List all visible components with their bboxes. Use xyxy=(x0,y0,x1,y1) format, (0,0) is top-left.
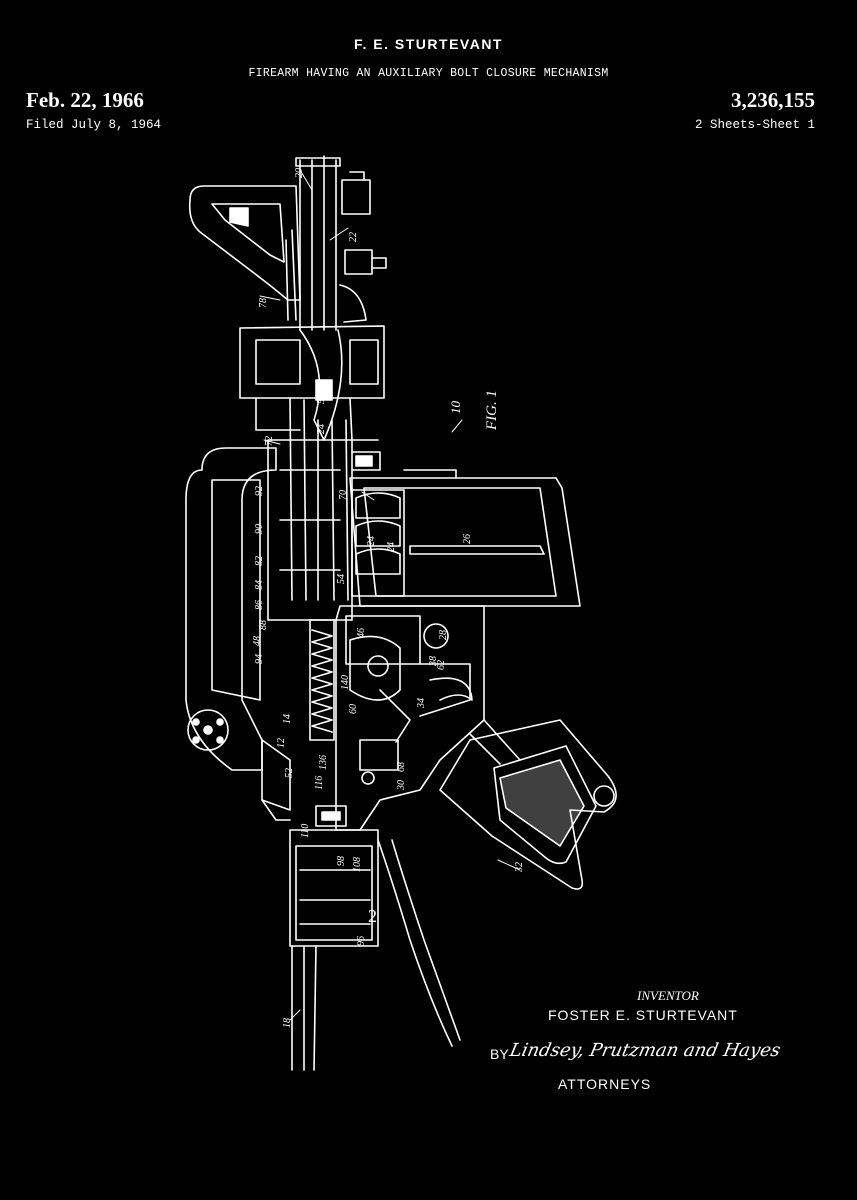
figure-label: FIG. 1 xyxy=(484,390,500,431)
figure-ref: 10 xyxy=(448,401,463,415)
numeral: 2 xyxy=(368,906,377,926)
inventor-header: F. E. STURTEVANT xyxy=(354,36,503,52)
numeral: 94 xyxy=(254,654,265,664)
leader-lines xyxy=(259,169,521,1021)
numeral: 60 xyxy=(348,704,359,714)
numeral: 38 xyxy=(428,656,439,667)
numeral: 136 xyxy=(318,755,329,770)
carry-handle xyxy=(188,185,301,301)
attorneys-signature: Lindsey, Prutzman and Hayes xyxy=(507,1040,783,1061)
numeral: 30 xyxy=(396,780,407,791)
pistol-grip xyxy=(439,719,617,890)
numeral: 46 xyxy=(356,628,367,638)
numeral: 48 xyxy=(252,636,263,646)
numeral: 70 xyxy=(338,490,349,500)
numeral: 62 xyxy=(436,660,447,670)
patent-number: 3,236,155 xyxy=(731,88,815,112)
numeral: 24 xyxy=(366,536,377,546)
patent-title: FIREARM HAVING AN AUXILIARY BOLT CLOSURE… xyxy=(248,67,609,80)
numeral: 56 xyxy=(316,394,327,404)
numeral: 68 xyxy=(396,762,407,772)
numeral: 26 xyxy=(462,534,473,544)
attorneys-label: ATTORNEYS xyxy=(558,1076,652,1092)
numeral: 32 xyxy=(514,862,525,873)
numeral: 54 xyxy=(336,574,347,584)
numeral: 90 xyxy=(254,524,265,534)
numeral: 20 xyxy=(294,168,305,178)
numeral: 14 xyxy=(282,714,293,724)
numeral: 34 xyxy=(416,698,427,709)
numeral: 24 xyxy=(316,424,327,434)
numeral: 110 xyxy=(300,824,311,838)
lower-handguard xyxy=(289,829,461,1071)
barrel xyxy=(285,155,387,331)
numeral: 84 xyxy=(254,580,265,590)
numeral: 12 xyxy=(276,738,287,748)
inventor-label: INVENTOR xyxy=(637,988,699,1003)
numeral: 82 xyxy=(254,556,265,566)
patent-date: Feb. 22, 1966 xyxy=(26,88,144,112)
inventor-full-name: FOSTER E. STURTEVANT xyxy=(548,1007,738,1023)
numeral: 28 xyxy=(438,630,449,640)
numeral: 18 xyxy=(282,1018,293,1028)
lower-receiver xyxy=(315,605,485,831)
numeral: 72 xyxy=(264,436,275,446)
numeral: 78 xyxy=(258,298,269,308)
magazine xyxy=(349,469,581,607)
numeral: 96 xyxy=(356,936,367,946)
numeral: 140 xyxy=(340,675,351,690)
by-label: BY xyxy=(490,1046,509,1062)
reference-numerals: FIG. 1 10 20 22 78 56 24 72 70 92 90 26 … xyxy=(252,168,525,1028)
filed-date: Filed July 8, 1964 xyxy=(26,118,162,132)
sheet-info: 2 Sheets-Sheet 1 xyxy=(694,118,815,132)
numeral: 22 xyxy=(348,232,359,242)
numeral: 88 xyxy=(258,620,269,630)
numeral: 98 xyxy=(336,856,347,866)
numeral: 92 xyxy=(254,486,265,496)
numeral: 24 xyxy=(386,542,397,552)
numeral: 116 xyxy=(314,776,325,790)
numeral: 86 xyxy=(254,600,265,610)
stock xyxy=(185,447,291,821)
numeral: 52 xyxy=(284,768,295,778)
bolt-carrier xyxy=(267,439,381,741)
numeral: 108 xyxy=(352,857,363,872)
